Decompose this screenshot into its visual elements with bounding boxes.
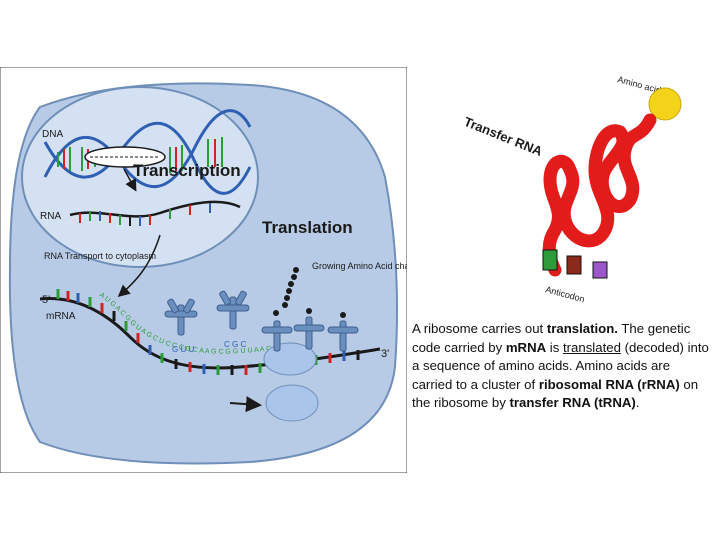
- amino-beads: [273, 308, 346, 318]
- transfer-rna-figure: Amino acid Transfer RNA Anticodon: [462, 74, 682, 304]
- anticodon-base-3: [592, 261, 608, 279]
- caption-part: is: [546, 339, 563, 355]
- ribosome-small: [265, 384, 319, 422]
- rna-label: RNA: [40, 211, 61, 222]
- anticodon-base-1: [542, 249, 558, 271]
- trna-free-1: [164, 298, 198, 336]
- dna-helix: [43, 109, 252, 195]
- trna-strand: [542, 113, 657, 277]
- caption-translated: translated: [562, 339, 621, 355]
- translation-label: Translation: [262, 218, 353, 237]
- five-prime-label: 5': [42, 294, 50, 306]
- dna-label: DNA: [42, 129, 63, 140]
- caption-part: on the ribosome by: [412, 376, 699, 411]
- caption-rrna: ribosomal RNA (rRNA): [538, 376, 680, 392]
- caption-part: (decoded) into a sequence of amino acids…: [412, 339, 709, 392]
- mrna-label: mRNA: [46, 311, 76, 322]
- bound-trnas: [261, 316, 359, 352]
- rna-bases: [79, 203, 211, 226]
- transcription-label: Transcription: [133, 161, 241, 180]
- growing-amino-chain: [282, 267, 299, 308]
- transfer-rna-label: Transfer RNA: [462, 114, 545, 159]
- anticodon-2-label: C G C: [224, 340, 246, 349]
- growing-chain-label: Growing Amino Acid chain: [312, 261, 407, 271]
- amino-acid-ball: [648, 87, 682, 121]
- caption-part: The genetic code carried by: [412, 321, 691, 355]
- caption-part: A ribosome carries out: [412, 321, 547, 336]
- caption-mrna: mRNA: [505, 339, 547, 355]
- caption-part: .: [635, 395, 640, 411]
- transcription-arrow: [123, 168, 137, 192]
- transport-arrow: [117, 234, 161, 297]
- rna-transport-label: RNA Transport to cytoplasm: [44, 251, 156, 261]
- ribosome-arrow: [229, 396, 262, 413]
- anticodon-label: Anticodon: [544, 284, 585, 304]
- caption-trna: transfer RNA (tRNA): [509, 395, 636, 411]
- caption-text: A ribosome carries out translation. The …: [412, 320, 712, 413]
- transcription-translation-diagram: DNA Transcription RNA Translation RNA Tr…: [0, 67, 407, 473]
- caption-translation: translation.: [546, 321, 618, 336]
- rna-strand: [69, 200, 241, 218]
- trna-free-2: [216, 290, 250, 330]
- anticodon-1-label: G U U: [172, 345, 194, 354]
- three-prime-label: 3': [381, 348, 389, 360]
- anticodon-base-2: [566, 255, 582, 275]
